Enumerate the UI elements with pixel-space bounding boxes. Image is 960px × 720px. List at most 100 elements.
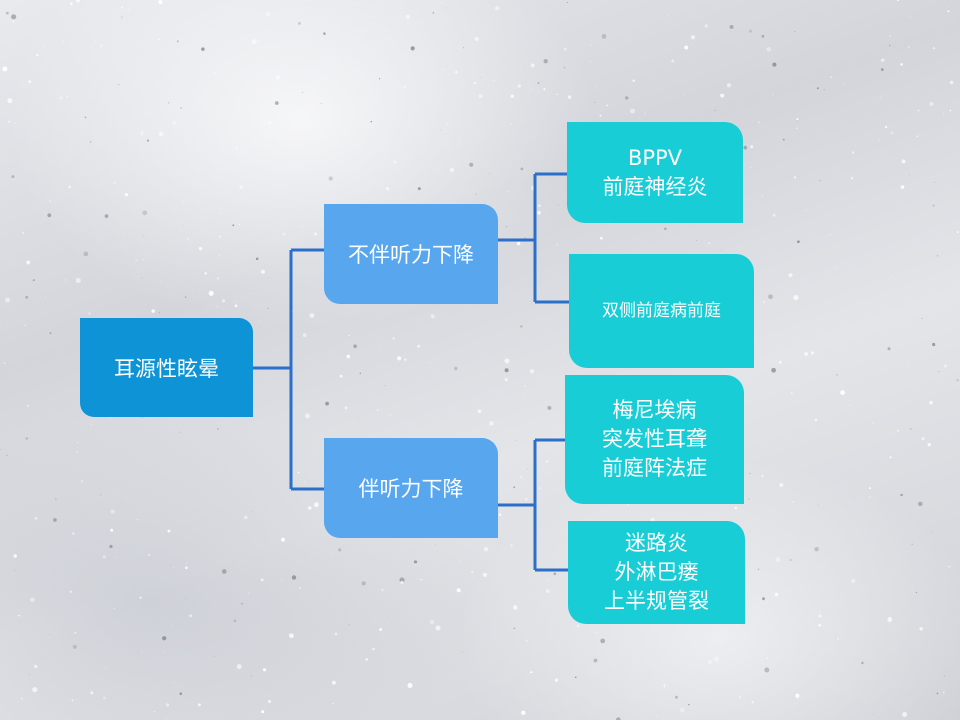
sparkle-dot [947, 10, 950, 13]
sparkle-dot [83, 251, 89, 257]
sparkle-dot [261, 710, 265, 714]
sparkle-dot [301, 110, 303, 112]
sparkle-dot [766, 47, 771, 52]
sparkle-dot [297, 21, 301, 25]
sparkle-dot [24, 324, 27, 326]
sparkle-dot [8, 120, 10, 123]
sparkle-dot [47, 675, 49, 677]
sparkle-dot [267, 307, 269, 309]
sparkle-dot [11, 175, 15, 179]
sparkle-dot [393, 160, 397, 164]
sparkle-dot [304, 413, 311, 419]
sparkle-dot [160, 281, 162, 283]
sparkle-dot [110, 509, 115, 514]
sparkle-dot [671, 59, 675, 63]
sparkle-dot [156, 83, 158, 85]
sparkle-dot [201, 47, 205, 51]
sparkle-dot [721, 250, 723, 252]
sparkle-dot [213, 71, 216, 74]
sparkle-dot [830, 76, 832, 78]
sparkle-dot [127, 587, 129, 589]
sparkle-dot [281, 537, 285, 542]
sparkle-dot [749, 472, 751, 474]
sparkle-dot [386, 623, 388, 625]
sparkle-dot [275, 75, 280, 80]
sparkle-dot [267, 699, 272, 704]
sparkle-dot [861, 661, 864, 665]
sparkle-dot [53, 518, 57, 522]
leaf-node-meniere: 梅尼埃病 突发性耳聋 前庭阵法症 [565, 375, 744, 504]
connector-root-to-branches [253, 248, 324, 491]
sparkle-dot [749, 183, 751, 185]
sparkle-dot [179, 692, 183, 695]
sparkle-dot [816, 87, 819, 90]
sparkle-dot [684, 45, 689, 50]
sparkle-dot [14, 122, 16, 124]
branch-node-without-hearing-loss: 不伴听力下降 [324, 204, 498, 304]
sparkle-dot [810, 351, 815, 355]
sparkle-dot [530, 63, 535, 68]
sparkle-dot [853, 411, 855, 413]
sparkle-dot [521, 710, 526, 716]
sparkle-dot [729, 24, 734, 29]
sparkle-dot [547, 405, 552, 410]
sparkle-dot [338, 548, 342, 552]
sparkle-dot [690, 35, 696, 40]
sparkle-dot [275, 101, 279, 105]
sparkle-dot [600, 638, 606, 644]
sparkle-dot [357, 417, 359, 418]
sparkle-dot [119, 491, 121, 493]
sparkle-dot [173, 566, 175, 568]
sparkle-dot [291, 575, 297, 580]
sparkle-dot [28, 80, 32, 83]
sparkle-dot [137, 650, 139, 652]
sparkle-dot [836, 374, 838, 376]
sparkle-dot [907, 46, 910, 49]
sparkle-dot [500, 210, 502, 212]
sparkle-dot [524, 385, 526, 387]
sparkle-dot [299, 587, 301, 589]
branch-label: 不伴听力下降 [348, 243, 474, 267]
sparkle-dot [64, 279, 67, 281]
sparkle-dot [758, 121, 760, 124]
sparkle-dot [99, 494, 102, 496]
sparkle-dot [929, 101, 934, 107]
sparkle-dot [158, 131, 164, 137]
sparkle-dot [789, 559, 792, 561]
sparkle-dot [608, 222, 609, 224]
sparkle-dot [506, 226, 508, 228]
sparkle-dot [720, 93, 725, 98]
sparkle-dot [74, 631, 77, 634]
sparkle-dot [21, 697, 23, 700]
sparkle-dot [232, 224, 235, 227]
sparkle-dot [198, 246, 203, 251]
sparkle-dot [361, 581, 366, 586]
sparkle-dot [656, 715, 657, 717]
sparkle-dot [172, 120, 177, 125]
sparkle-dot [768, 294, 773, 300]
sparkle-dot [385, 187, 390, 191]
sparkle-dot [956, 379, 959, 382]
sparkle-dot [118, 84, 120, 86]
sparkle-dot [320, 102, 322, 105]
sparkle-dot [90, 691, 94, 695]
sparkle-dot [302, 91, 304, 93]
sparkle-dot [389, 414, 391, 416]
sparkle-dot [84, 116, 87, 119]
sparkle-dot [736, 625, 738, 627]
sparkle-dot [158, 38, 160, 41]
sparkle-dot [102, 696, 106, 700]
sparkle-dot [747, 665, 749, 667]
sparkle-dot [137, 519, 139, 520]
sparkle-dot [918, 501, 923, 507]
sparkle-dot [385, 366, 387, 368]
sparkle-dot [7, 98, 13, 104]
sparkle-dot [537, 210, 541, 215]
sparkle-dot [874, 100, 875, 102]
sparkle-dot [775, 557, 781, 562]
sparkle-dot [62, 41, 65, 43]
sparkle-dot [216, 305, 218, 307]
sparkle-dot [332, 554, 334, 557]
sparkle-dot [381, 589, 384, 591]
sparkle-dot [185, 566, 188, 570]
